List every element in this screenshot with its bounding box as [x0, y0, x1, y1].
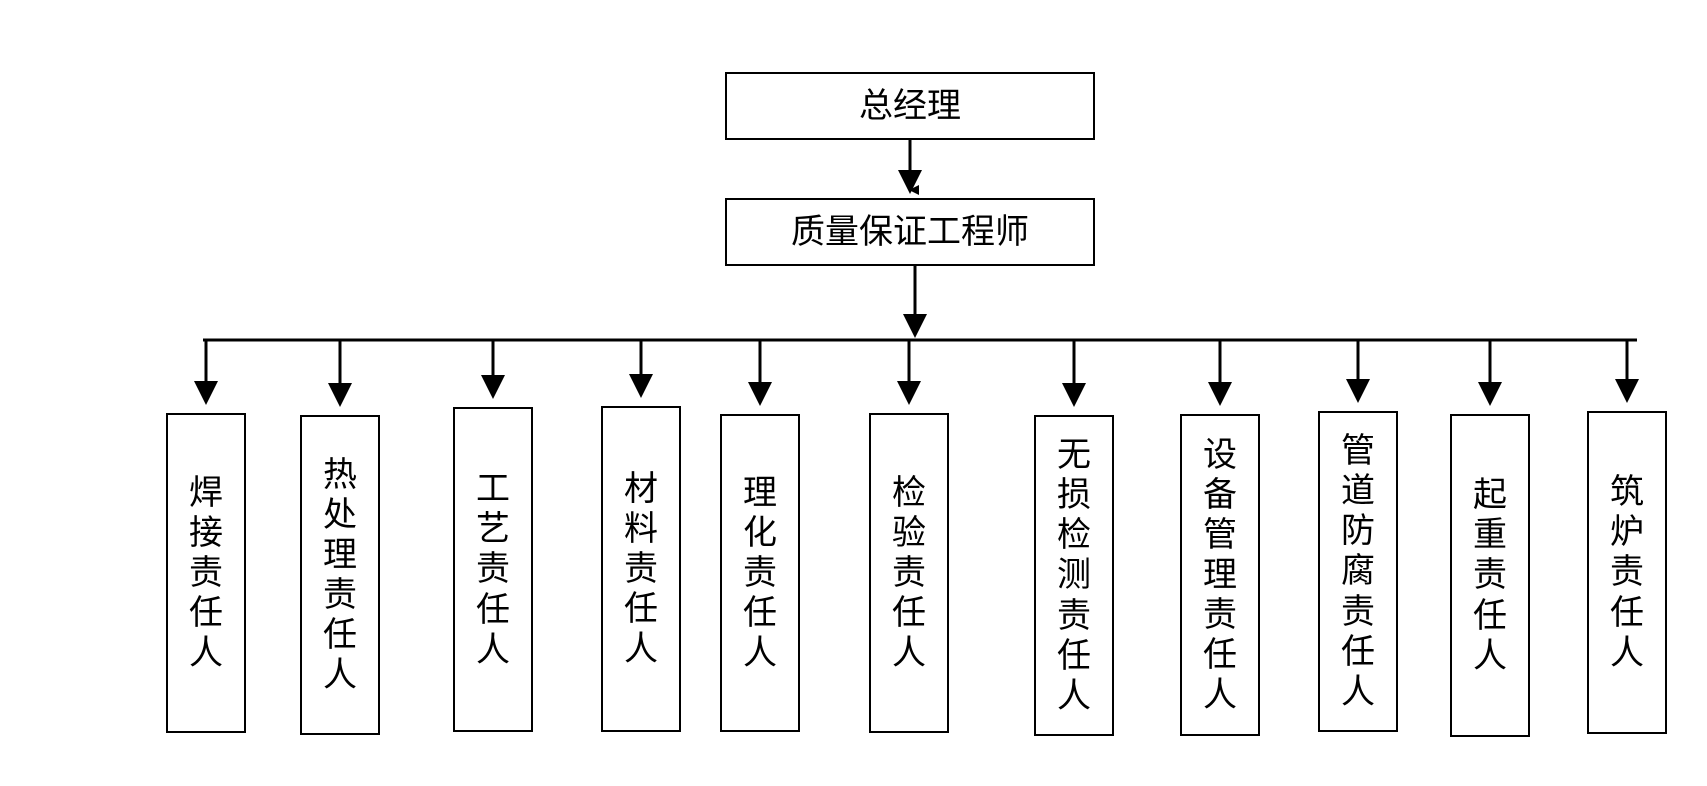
node-equipment-management: 设备管理责任人 [1180, 414, 1260, 736]
node-heat-treatment: 热处理责任人 [300, 415, 380, 735]
role-arrowhead-5 [897, 381, 921, 405]
node-materials-label: 材料责任人 [624, 468, 658, 670]
role-arrowhead-8 [1346, 379, 1370, 403]
node-physical-chemical: 理化责任人 [720, 414, 800, 732]
node-welding-label: 焊接责任人 [189, 472, 223, 674]
node-inspection: 检验责任人 [869, 413, 949, 733]
node-lifting: 起重责任人 [1450, 414, 1530, 737]
node-pipe-anticorrosion-label: 管道防腐责任人 [1341, 431, 1375, 712]
node-general-manager-label: 总经理 [859, 86, 961, 126]
role-arrowhead-4 [748, 382, 772, 406]
node-ndt: 无损检测责任人 [1034, 415, 1114, 736]
node-inspection-label: 检验责任人 [892, 472, 926, 674]
role-arrows [194, 340, 1639, 407]
role-arrowhead-7 [1208, 382, 1232, 406]
role-arrowhead-2 [481, 375, 505, 399]
node-heat-treatment-label: 热处理责任人 [323, 454, 357, 696]
arrowhead-middle-to-bus [903, 314, 927, 338]
node-pipe-anticorrosion: 管道防腐责任人 [1318, 411, 1398, 732]
role-arrowhead-6 [1062, 383, 1086, 407]
node-furnace: 筑炉责任人 [1587, 411, 1667, 734]
role-arrowhead-3 [629, 374, 653, 398]
role-arrowhead-0 [194, 381, 218, 405]
node-process-label: 工艺责任人 [476, 469, 510, 670]
node-ndt-label: 无损检测责任人 [1057, 435, 1091, 716]
arrowhead-top-to-middle [898, 170, 922, 194]
node-process: 工艺责任人 [453, 407, 533, 732]
node-furnace-label: 筑炉责任人 [1610, 472, 1644, 673]
node-general-manager: 总经理 [725, 72, 1095, 140]
node-welding: 焊接责任人 [166, 413, 246, 733]
node-physical-chemical-label: 理化责任人 [743, 472, 777, 674]
node-equipment-management-label: 设备管理责任人 [1203, 434, 1237, 716]
role-arrowhead-9 [1478, 382, 1502, 406]
node-qa-engineer: 质量保证工程师 [725, 198, 1095, 266]
node-lifting-label: 起重责任人 [1473, 475, 1507, 676]
node-qa-engineer-label: 质量保证工程师 [791, 212, 1029, 252]
role-arrowhead-10 [1615, 379, 1639, 403]
node-materials: 材料责任人 [601, 406, 681, 732]
role-arrowhead-1 [328, 383, 352, 407]
